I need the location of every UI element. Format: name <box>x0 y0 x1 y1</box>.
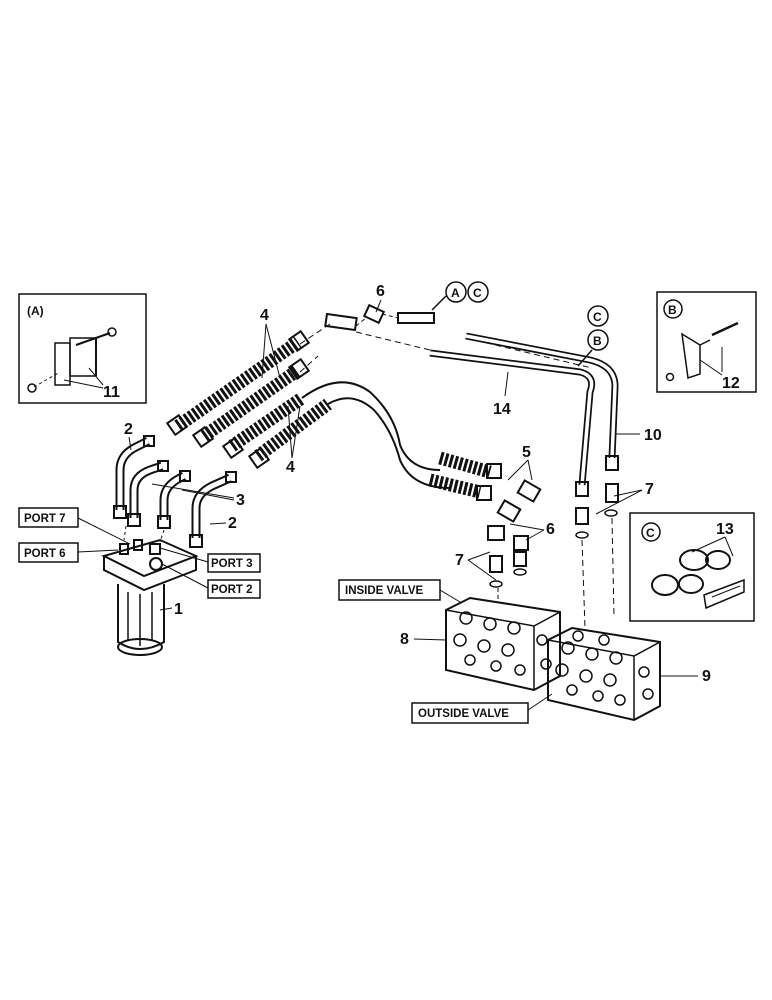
callout-7-right: 7 <box>645 481 654 498</box>
port-2-label: PORT 2 <box>211 584 253 596</box>
callout-5: 5 <box>522 444 531 461</box>
port-3-label: PORT 3 <box>211 558 253 570</box>
port-6-label-box: PORT 6 <box>18 542 79 563</box>
clamp-part-13 <box>651 549 745 610</box>
callout-3: 3 <box>236 492 245 509</box>
ref-circle-a: A <box>451 286 460 300</box>
tubes-2-3 <box>113 435 237 548</box>
inside-valve-part-8 <box>445 596 561 692</box>
port-7-label: PORT 7 <box>24 513 66 525</box>
callout-11: 11 <box>103 384 120 401</box>
port-2-label-box: PORT 2 <box>207 579 261 599</box>
bracket-part-12 <box>665 321 739 382</box>
inside-valve-label: INSIDE VALVE <box>345 585 423 597</box>
inset-c: C 13 <box>629 512 755 622</box>
inset-a: (A) 11 <box>18 293 147 404</box>
callout-1: 1 <box>174 601 183 618</box>
inset-a-label: (A) <box>27 304 44 318</box>
inset-b-label: B <box>668 303 677 317</box>
callout-10: 10 <box>644 427 662 444</box>
pipe-assemblies <box>299 303 619 497</box>
port-7-label-box: PORT 7 <box>18 507 79 528</box>
ref-circle-b: B <box>593 334 602 348</box>
callout-6-top: 6 <box>376 283 385 300</box>
callout-13: 13 <box>716 521 734 538</box>
callout-8: 8 <box>400 631 409 648</box>
bracket-part-11 <box>27 327 117 393</box>
callout-2-lower: 2 <box>228 515 237 532</box>
hoses-4 <box>165 329 502 501</box>
inset-c-label: C <box>646 526 655 540</box>
inset-b: B 12 <box>656 291 757 393</box>
callout-9: 9 <box>702 668 711 685</box>
callout-7-left: 7 <box>455 552 464 569</box>
port-3-label-box: PORT 3 <box>207 553 261 573</box>
ref-circle-c-right: C <box>593 310 602 324</box>
inside-valve-label-box: INSIDE VALVE <box>338 579 441 601</box>
ref-circle-c-top: C <box>473 286 482 300</box>
fittings-5-6-7 <box>487 479 619 629</box>
callout-12: 12 <box>722 375 740 392</box>
callout-4-lower: 4 <box>286 459 295 476</box>
callout-14: 14 <box>493 401 511 418</box>
callout-6-right: 6 <box>546 521 555 538</box>
outside-valve-label: OUTSIDE VALVE <box>418 708 509 720</box>
callout-2-upper: 2 <box>124 421 133 438</box>
port-6-label: PORT 6 <box>24 548 66 560</box>
outside-valve-label-box: OUTSIDE VALVE <box>411 702 529 724</box>
selector-valve-part-1 <box>101 525 199 656</box>
outside-valve-part-9 <box>547 626 661 722</box>
callout-4-upper: 4 <box>260 307 269 324</box>
